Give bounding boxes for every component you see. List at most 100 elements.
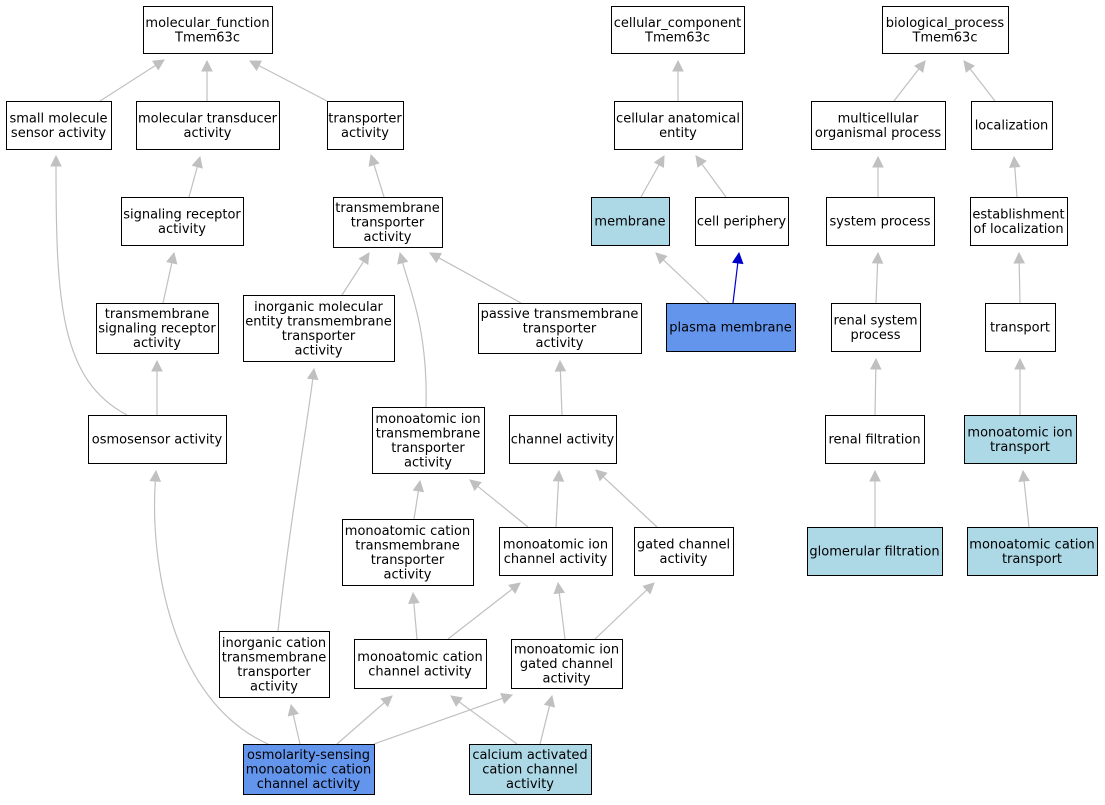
edge-arrowhead	[552, 469, 565, 482]
node-membrane[interactable]: membrane	[591, 197, 670, 246]
node-label-line: process	[851, 328, 901, 343]
node-label-line: transmembrane	[335, 201, 440, 216]
node-renal-filtration[interactable]: renal filtration	[825, 415, 925, 464]
edge-line	[99, 64, 156, 102]
node-label-line: osmolarity-sensing	[247, 748, 370, 763]
node-system-process[interactable]: system process	[826, 197, 935, 246]
node-monoatomic-ion-transmembrane[interactable]: monoatomic iontransmembranetransporterac…	[372, 407, 485, 474]
edge-arrowhead	[695, 155, 707, 168]
node-label-line: signaling receptor	[98, 322, 216, 337]
node-label-line: transporter	[237, 665, 311, 680]
edge-monoatomic_ion_channel-to-channel_activity	[552, 469, 565, 528]
edge-arrowhead	[1013, 251, 1026, 264]
edge-channel_activity-to-passive_transmembrane	[554, 359, 567, 416]
edge-monoatomic_cation_transport-to-monoatomic_ion_transport	[1018, 469, 1030, 528]
node-label-line: monoatomic ion	[967, 425, 1072, 440]
node-label-line: renal system	[833, 313, 917, 328]
edge-renal_filtration-to-renal_system_process	[870, 357, 882, 416]
node-glomerular-filtration[interactable]: glomerular filtration	[807, 527, 943, 576]
edge-molecular_transducer-to-molecular_function	[201, 59, 213, 101]
edge-arrowhead	[450, 695, 463, 707]
edge-arrowhead	[543, 694, 556, 708]
node-label-line: activity	[506, 777, 554, 792]
edge-line	[594, 589, 648, 640]
node-box	[634, 527, 734, 576]
node-osmosensor[interactable]: osmosensor activity	[88, 415, 227, 464]
edge-calcium_activated-to-monoatomic_cation_channel	[450, 695, 518, 745]
node-channel-activity[interactable]: channel activity	[509, 415, 617, 464]
edge-arrowhead	[368, 153, 380, 167]
node-box	[136, 101, 280, 150]
node-label-line: entity transmembrane	[245, 314, 391, 329]
node-cell-periphery[interactable]: cell periphery	[695, 197, 789, 246]
edge-line	[558, 592, 566, 640]
node-label-line: cellular anatomical	[616, 111, 740, 126]
edge-arrowhead	[1018, 469, 1030, 483]
node-label-line: of localization	[973, 222, 1063, 237]
edge-membrane-to-cellular_anatomical_entity	[640, 155, 665, 198]
node-label-line: activity	[133, 336, 181, 351]
edge-line	[341, 261, 365, 296]
edge-localization-to-biological_process	[963, 60, 996, 102]
edge-arrowhead	[655, 252, 668, 265]
node-box	[882, 6, 1009, 54]
edge-arrowhead	[50, 154, 62, 167]
edge-cell_periphery-to-cellular_anatomical_entity	[695, 155, 727, 198]
node-label-line: biological_process	[886, 16, 1005, 31]
node-box	[121, 197, 244, 246]
node-box	[354, 639, 487, 689]
node-localization[interactable]: localization	[971, 101, 1053, 150]
edge-line	[277, 378, 314, 632]
node-box	[971, 101, 1053, 150]
node-label-line: transport	[990, 440, 1050, 455]
edge-line	[640, 164, 660, 198]
edge-arrowhead	[871, 251, 884, 264]
edge-small_molecule_sensor-to-molecular_function	[99, 59, 165, 102]
node-monoatomic-cation-transmembrane[interactable]: monoatomic cationtransmembranetransporte…	[342, 519, 474, 586]
edge-arrowhead	[642, 582, 655, 595]
node-inorganic-cation-transmembrane[interactable]: inorganic cationtransmembranetransporter…	[219, 631, 330, 698]
node-label-line: establishment	[972, 207, 1064, 222]
node-label-line: molecular transducer	[138, 111, 278, 126]
edge-glomerular_filtration-to-renal_filtration	[869, 469, 881, 527]
node-label-line: activity	[384, 567, 432, 582]
node-label-line: activity	[660, 552, 708, 567]
node-label-line: activity	[543, 672, 591, 687]
edge-line	[969, 68, 996, 102]
edge-arrowhead	[653, 155, 665, 168]
node-plasma-membrane[interactable]: plasma membrane	[666, 303, 796, 352]
edge-monoatomic_ion_gated_channel-to-monoatomic_ion_channel	[553, 581, 566, 640]
edge-line	[373, 697, 503, 745]
node-transport[interactable]: transport	[985, 303, 1056, 352]
node-label-line: Tmem63c	[174, 30, 240, 45]
node-label-line: monoatomic cation	[969, 537, 1094, 552]
node-box	[811, 101, 946, 150]
node-label-line: Tmem63c	[912, 30, 978, 45]
node-box	[243, 744, 375, 795]
edge-line	[477, 485, 529, 528]
edge-line	[458, 701, 518, 745]
